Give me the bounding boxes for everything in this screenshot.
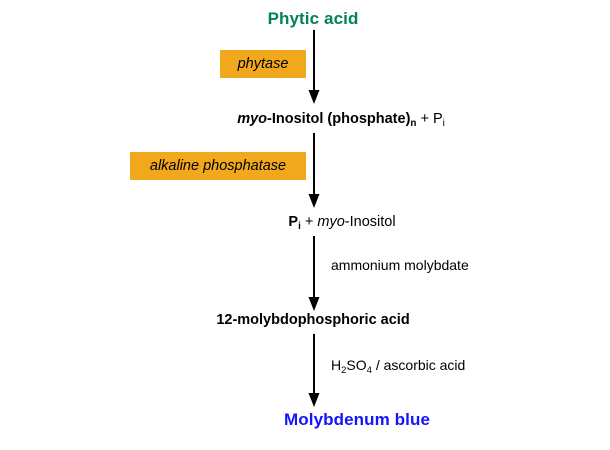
reagent-ascorbic: / ascorbic acid xyxy=(371,357,466,373)
enzyme-label-phytase: phytase xyxy=(237,56,289,72)
node-myo-inositol-phosphate: myo-Inositol (phosphate)n + Pi xyxy=(237,111,445,130)
reagent-label-sulfuric-ascorbic: H2SO4 / ascorbic acid xyxy=(331,357,466,377)
reagent-so-subscript: 4 xyxy=(366,365,372,377)
node-pi-inositol-tail: -Inositol xyxy=(344,214,396,230)
node-myo-prefix: myo xyxy=(237,111,268,127)
node-molybdophosphoric-acid: 12-molybdophosphoric acid xyxy=(216,312,410,328)
node-myo-main: -Inositol (phosphate) xyxy=(267,111,411,127)
arrow-molybdophosphoric-to-blue xyxy=(306,334,322,408)
node-pi-subscript-i: i xyxy=(298,221,301,233)
enzyme-box-alkaline-phosphatase: alkaline phosphatase xyxy=(130,152,306,180)
enzyme-box-phytase: phytase xyxy=(220,50,306,78)
node-pi-myo-prefix: myo xyxy=(317,214,345,230)
node-pi-lead: P xyxy=(288,214,299,230)
node-pi-plus: + xyxy=(300,214,318,230)
node-myo-plus-p: + P xyxy=(416,111,443,127)
reagent-so: SO xyxy=(346,357,367,373)
arrow-inositol-to-pi xyxy=(306,133,322,209)
node-myo-subscript-n: n xyxy=(410,118,417,130)
arrow-pi-to-molybdophosphoric xyxy=(306,236,322,312)
reagent-h: H xyxy=(331,357,342,373)
node-pi-myo-inositol: Pi + myo-Inositol xyxy=(288,214,396,233)
node-phytic-acid: Phytic acid xyxy=(267,9,359,28)
node-myo-subscript-i: i xyxy=(442,118,445,130)
node-molybdenum-blue: Molybdenum blue xyxy=(284,410,430,429)
reagent-h-subscript: 2 xyxy=(341,365,347,377)
enzyme-label-alkaline-phosphatase: alkaline phosphatase xyxy=(149,158,287,174)
reagent-label-ammonium-molybdate: ammonium molybdate xyxy=(331,257,469,273)
arrow-phytic-to-inositol xyxy=(306,30,322,105)
